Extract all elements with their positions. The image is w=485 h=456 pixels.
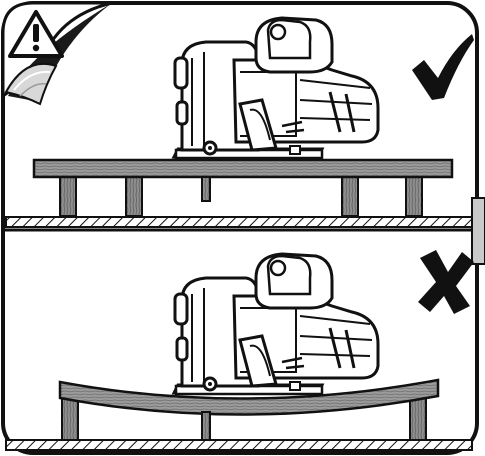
side-tab (471, 197, 485, 265)
support-block (59, 175, 77, 217)
floor-top (5, 216, 473, 228)
panel-correct (5, 16, 474, 228)
support-block (405, 175, 423, 217)
saw-blade (201, 176, 211, 202)
workpiece-board-flat (32, 158, 454, 179)
support-block (61, 397, 79, 441)
support-block (409, 397, 427, 441)
support-block (125, 175, 143, 217)
cross-mark-icon (418, 250, 474, 314)
panel-incorrect (5, 250, 474, 451)
support-block (341, 175, 359, 217)
floor-bottom (5, 439, 473, 451)
workpiece-board-sagging (58, 378, 440, 416)
check-mark-icon (412, 34, 474, 100)
warning-corner (1, 1, 113, 106)
saw-blade (201, 411, 211, 441)
